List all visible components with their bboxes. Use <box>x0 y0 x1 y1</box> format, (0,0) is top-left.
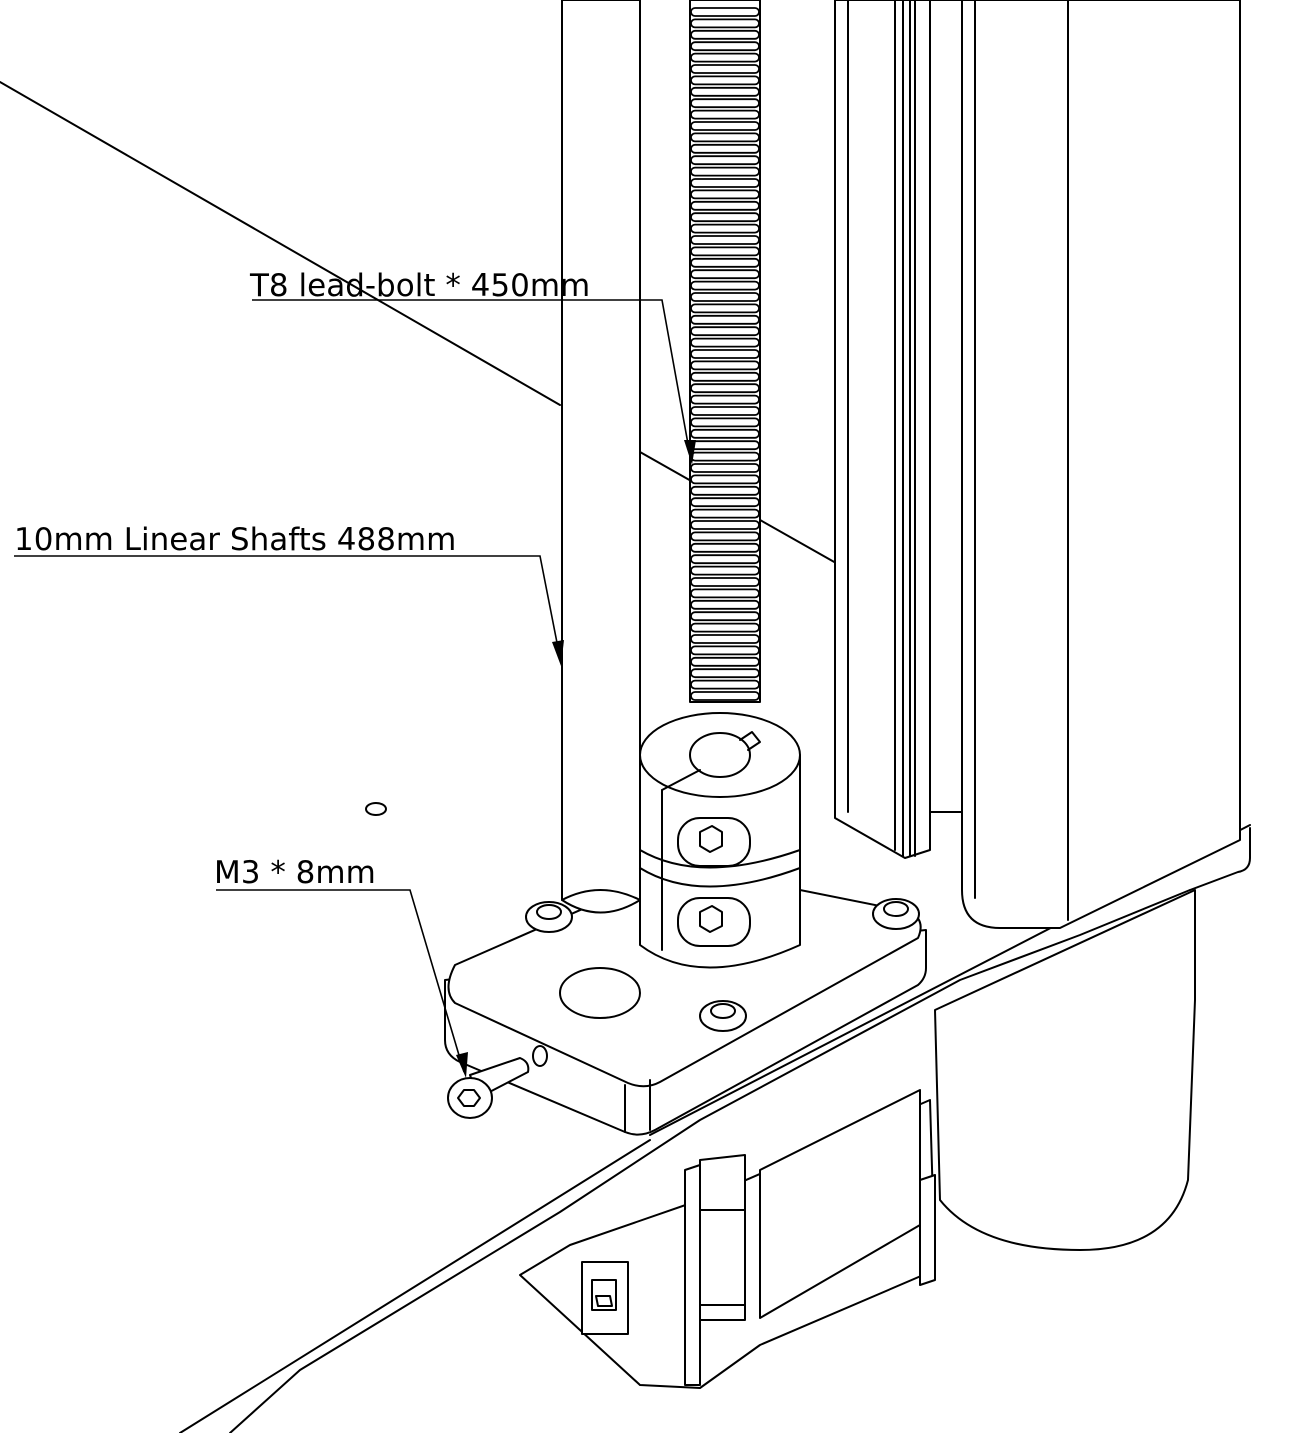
thread-ridge <box>690 554 760 565</box>
thread-ridge <box>690 679 760 690</box>
thread-ridge <box>690 246 760 257</box>
thread-ridge <box>690 645 760 656</box>
thread-ridge <box>690 143 760 154</box>
base-plate <box>179 824 1251 1433</box>
thread-ridge <box>690 611 760 622</box>
thread-ridge <box>690 178 760 188</box>
thread-ridge <box>690 166 760 177</box>
thread-ridge <box>690 52 760 63</box>
thread-ridge <box>690 314 760 325</box>
aluminum-extrusion <box>834 0 1241 929</box>
thread-ridge <box>690 280 760 291</box>
linear-shafts-label: 10mm Linear Shafts 488mm <box>14 522 456 558</box>
thread-ridge <box>690 109 760 120</box>
thread-ridge <box>690 691 760 701</box>
callout-linear-shafts: 10mm Linear Shafts 488mm <box>14 522 564 666</box>
thread-ridge <box>690 189 760 200</box>
thread-ridge <box>690 155 760 166</box>
lead-screw-label: T8 lead-bolt * 450mm <box>249 268 590 304</box>
thread-ridge <box>690 212 760 223</box>
thread-ridge <box>690 360 760 371</box>
thread-ridge <box>690 497 760 508</box>
thread-ridge <box>690 303 760 314</box>
thread-ridge <box>690 337 760 348</box>
small-hole <box>365 802 387 816</box>
thread-ridge <box>690 326 760 337</box>
callout-m3-screw: M3 * 8mm <box>214 855 468 1078</box>
thread-ridge <box>690 394 760 405</box>
connector-port <box>581 1261 629 1335</box>
thread-ridge <box>690 269 760 280</box>
thread-ridge <box>690 508 760 519</box>
thread-ridge <box>690 451 760 462</box>
thread-ridge <box>690 7 760 17</box>
thread-ridge <box>690 485 760 496</box>
thread-ridge <box>690 656 760 667</box>
thread-ridge <box>690 29 760 40</box>
thread-ridge <box>690 520 760 530</box>
thread-ridge <box>690 599 760 610</box>
clamp-screw-hex-socket <box>699 825 723 853</box>
stepper-motor <box>519 1089 936 1389</box>
thread-ridge <box>690 406 760 416</box>
thread-ridge <box>690 200 760 211</box>
thread-ridge <box>690 18 760 29</box>
lead-screw <box>689 0 761 703</box>
thread-ridge <box>690 64 760 74</box>
thread-ridge <box>690 463 760 473</box>
plate-screws <box>525 898 920 1032</box>
thread-ridge <box>690 577 760 587</box>
callout-lead-screw: T8 lead-bolt * 450mm <box>249 268 696 465</box>
m3-screw <box>447 1057 530 1119</box>
thread-ridge <box>690 223 760 234</box>
thread-ridge <box>690 371 760 382</box>
thread-ridge <box>690 349 760 359</box>
thread-ridge <box>690 417 760 428</box>
thread-ridge <box>690 668 760 679</box>
thread-ridge <box>690 542 760 553</box>
shaft-coupler <box>639 712 801 969</box>
thread-ridge <box>690 474 760 485</box>
motor-housing-right <box>934 889 1196 1251</box>
thread-ridge <box>690 235 760 245</box>
thread-ridge <box>690 634 760 644</box>
thread-ridge <box>690 440 760 451</box>
thread-ridge <box>690 257 760 268</box>
thread-ridge <box>690 75 760 86</box>
thread-ridge <box>690 86 760 97</box>
shaft-hole <box>559 967 641 1019</box>
thread-ridge <box>690 428 760 439</box>
thread-ridge <box>690 383 760 394</box>
thread-ridge <box>690 588 760 599</box>
thread-ridge <box>690 531 760 542</box>
thread-ridge <box>690 565 760 576</box>
thread-ridge <box>690 132 760 143</box>
m3-screw-label: M3 * 8mm <box>214 855 376 891</box>
thread-ridge <box>690 98 760 109</box>
thread-ridge <box>690 41 760 52</box>
thread-ridge <box>690 292 760 302</box>
thread-ridge <box>690 622 760 633</box>
side-screw-hole <box>532 1045 548 1067</box>
thread-ridge <box>690 121 760 131</box>
linear-shaft <box>561 0 641 914</box>
coupler-bore <box>689 732 751 778</box>
